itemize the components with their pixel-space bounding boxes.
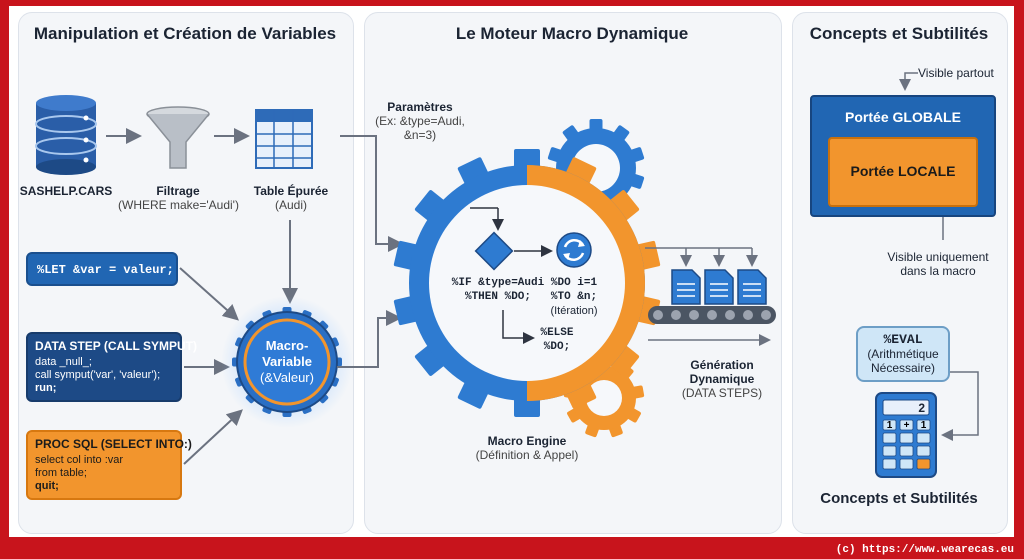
arrow-procsql-macrovar	[183, 409, 243, 465]
left-panel-title: Manipulation et Création de Variables	[33, 24, 337, 43]
procsql-box[interactable]: PROC SQL (SELECT INTO:) select col into …	[26, 430, 192, 500]
gear-tooth	[414, 344, 446, 376]
let-statement-text: %LET &var = valeur;	[37, 263, 174, 277]
table-label: Table Épurée(Audi)	[253, 184, 329, 212]
engine-label: Macro Engine(Définition & Appel)	[475, 434, 579, 462]
macro-variable-badge	[221, 296, 353, 428]
datastep-line-3: run;	[35, 382, 57, 394]
global-scope-box: Portée GLOBALE Portée LOCALE	[810, 95, 996, 217]
calculator-icon	[875, 392, 937, 478]
procsql-title: PROC SQL (SELECT INTO:)	[35, 437, 192, 451]
calculator-key	[882, 445, 897, 457]
loop-icon	[556, 232, 592, 268]
gear-ring	[586, 380, 622, 416]
calculator-key	[899, 445, 914, 457]
document-icon-3	[737, 269, 767, 305]
let-statement-box[interactable]: %LET &var = valeur;	[26, 252, 178, 286]
calc-key-plus: +	[903, 420, 910, 431]
visible-everywhere-label: Visible partout	[918, 66, 994, 80]
if-then-label: %IF &type=Audi%THEN %DO;	[451, 277, 545, 303]
arrow-macrovar-engine	[337, 310, 402, 368]
procsql-line-3: quit;	[35, 480, 59, 492]
datastep-title: DATA STEP (CALL SYMPUT)	[35, 339, 197, 353]
gear-tooth	[514, 149, 540, 169]
flow-line-else	[502, 310, 535, 344]
datastep-line-1: data _null_;	[35, 356, 92, 368]
calculator-key	[882, 458, 897, 470]
decision-diamond-icon	[474, 231, 514, 271]
right-panel-title: Concepts et Subtilités	[809, 24, 989, 43]
calculator-key	[899, 458, 914, 470]
calculator-key	[882, 419, 897, 431]
params-label: Paramètres(Ex: &type=Audi,&n=3)	[375, 100, 465, 142]
calculator-key	[916, 419, 931, 431]
calc-key-1: 1	[886, 420, 893, 431]
datastep-box[interactable]: DATA STEP (CALL SYMPUT) data _null_; cal…	[26, 332, 197, 402]
calculator-display-value: 2	[918, 401, 925, 415]
gear-tooth	[414, 190, 446, 222]
arrow-params-engine	[340, 135, 404, 252]
datastep-line-2: call symput('var', 'valeur');	[35, 369, 161, 381]
macro-variable-label: Macro-Variable(&Valeur)	[260, 338, 314, 385]
do-loop-label: %DO i=1%TO &n;(Itération)	[550, 277, 598, 317]
gear-tooth	[608, 190, 640, 222]
calculator-key	[899, 432, 914, 444]
arrow-visible-everywhere	[899, 72, 918, 91]
database-icon	[35, 95, 97, 175]
arrow-eval-calculator	[941, 371, 979, 441]
arrow-let-macrovar	[179, 267, 239, 321]
small-gear-bottom-icon	[563, 358, 645, 438]
calculator-key	[916, 445, 931, 457]
footer-copyright: (c) https://www.wearecas.eu	[835, 544, 1014, 556]
document-icon-1	[671, 269, 701, 305]
funnel-icon	[146, 106, 210, 169]
calculator-key	[882, 432, 897, 444]
local-scope-label: Portée LOCALE	[850, 163, 956, 179]
procsql-line-1: select col into :var	[35, 454, 124, 466]
table-icon	[255, 109, 313, 169]
calculator-key	[916, 432, 931, 444]
procsql-line-2: from table;	[35, 467, 87, 479]
database-label: SASHELP.CARS	[19, 184, 113, 198]
document-icon-2	[704, 269, 734, 305]
gear-tooth	[514, 397, 540, 417]
calc-key-2: 1	[920, 420, 927, 431]
filter-label: Filtrage(WHERE make='Audi')	[118, 184, 239, 212]
conveyor-belt	[648, 306, 776, 324]
local-scope-box: Portée LOCALE	[828, 137, 978, 207]
gear-tooth	[608, 344, 640, 376]
global-scope-label: Portée GLOBALE	[845, 109, 961, 125]
calculator-key	[916, 458, 931, 470]
else-do-label: %ELSE%DO;	[540, 327, 574, 353]
calculator-key	[899, 419, 914, 431]
middle-panel-title: Le Moteur Macro Dynamique	[455, 24, 689, 43]
bottom-right-title: Concepts et Subtilités	[820, 490, 978, 507]
